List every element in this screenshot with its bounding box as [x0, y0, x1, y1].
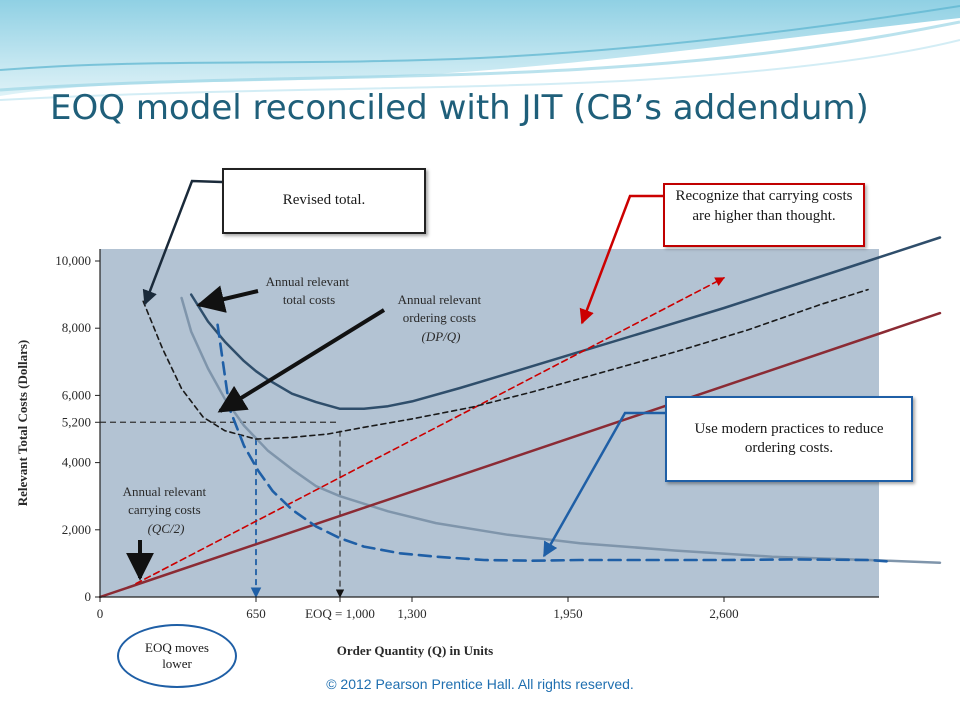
callout-carrying-costs: Recognize that carrying costs are higher… — [663, 183, 865, 247]
header-wave-decoration — [0, 0, 960, 101]
arrow-ordering-costs — [542, 411, 665, 558]
series-carrying — [98, 311, 942, 599]
x-tick-label: 1,300 — [397, 606, 426, 621]
y-tick-label: 8,000 — [62, 320, 91, 335]
y-tick-label: 0 — [85, 589, 92, 604]
arrow-to-total-curve — [196, 285, 259, 313]
x-tick-label: 0 — [97, 606, 104, 621]
series-total — [189, 236, 942, 411]
y-axis-label: Relevant Total Costs (Dollars) — [15, 340, 30, 506]
y-tick-label: 6,000 — [62, 387, 91, 402]
slide-title: EOQ model reconciled with JIT (CB’s adde… — [50, 88, 869, 128]
y-tick-label: 4,000 — [62, 455, 91, 470]
arrow-to-ordering-curve — [217, 308, 386, 413]
callout-ordering-costs: Use modern practices to reduce ordering … — [665, 396, 913, 482]
arrow-revised-total — [142, 179, 223, 306]
annotation-carrying-costs: Annual relevant carrying costs (QC/2) — [123, 484, 210, 536]
y-tick-label: 2,000 — [62, 522, 91, 537]
pointer-arrows — [126, 179, 665, 581]
x-tick-label: 1,950 — [553, 606, 582, 621]
arrow-carrying-costs — [579, 194, 663, 325]
copyright-notice: © 2012 Pearson Prentice Hall. All rights… — [326, 676, 634, 692]
series-revised-carrying — [135, 276, 725, 585]
x-tick-label: EOQ = 1,000 — [305, 606, 375, 621]
y-tick-label: 10,000 — [55, 253, 91, 268]
series-revised-ordering — [216, 323, 894, 564]
x-axis-label: Order Quantity (Q) in Units — [337, 643, 494, 658]
callout-eoq-moves-lower: EOQ moves lower — [117, 624, 237, 688]
annotation-total-costs: Annual relevant total costs — [266, 274, 353, 307]
annotation-ordering-costs: Annual relevant ordering costs (DP/Q) — [398, 292, 485, 344]
axis-layer: 0 2,000 4,000 5,200 6,000 8,000 10,000 0 650 EOQ … — [55, 249, 879, 621]
callout-revised-total: Revised total. — [222, 168, 426, 234]
series-revised-total — [142, 288, 869, 440]
x-tick-label: 650 — [246, 606, 266, 621]
x-tick-label: 2,600 — [709, 606, 738, 621]
y-tick-label: 5,200 — [62, 414, 91, 429]
